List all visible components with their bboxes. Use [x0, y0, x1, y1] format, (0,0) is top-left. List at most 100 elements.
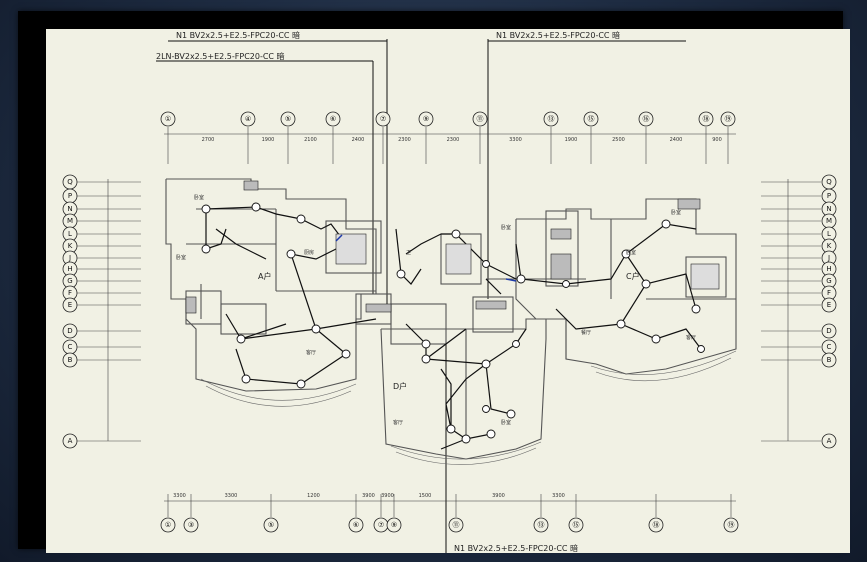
- svg-text:C: C: [827, 343, 832, 351]
- svg-text:Q: Q: [826, 178, 832, 186]
- top-axis-bubble: ⑪: [472, 111, 488, 127]
- svg-text:B: B: [68, 356, 73, 364]
- svg-text:⑥: ⑥: [353, 521, 359, 529]
- bottom-axis-bubble: ⑦: [373, 517, 389, 533]
- dimension-label: 3300: [552, 493, 565, 499]
- top-axis-bubble: ⑤: [280, 111, 296, 127]
- balconies: [200, 350, 737, 465]
- room-label: 客厅: [393, 419, 403, 426]
- left-axis-bubble: A: [62, 433, 78, 449]
- dimension-label: 3300: [509, 137, 522, 143]
- left-axis-bubble: D: [62, 323, 78, 339]
- floor-plan[interactable]: N1 BV2x2.5+E2.5-FPC20-CC 暗 2LN-BV2x2.5+E…: [46, 29, 850, 553]
- top-axis-bubble: ①: [160, 111, 176, 127]
- room-label: 卧室: [501, 419, 511, 426]
- svg-text:⑲: ⑲: [725, 115, 732, 123]
- svg-text:J: J: [68, 254, 71, 262]
- dimension-label: 1900: [565, 137, 578, 143]
- room-label: 客厅: [306, 349, 316, 356]
- svg-text:⑪: ⑪: [477, 115, 484, 123]
- dimension-label: 2400: [670, 137, 683, 143]
- right-axis-bubble: C: [821, 339, 837, 355]
- bottom-axis-bubble: ⑱: [648, 517, 664, 533]
- svg-text:D: D: [67, 327, 72, 335]
- dimension-label: 900: [712, 137, 722, 143]
- dimension-label: 1500: [419, 493, 432, 499]
- drawing-frame: N1 BV2x2.5+E2.5-FPC20-CC 暗 2LN-BV2x2.5+E…: [18, 11, 850, 553]
- svg-text:⑬: ⑬: [548, 115, 555, 123]
- svg-text:①: ①: [165, 521, 171, 529]
- svg-text:Q: Q: [67, 178, 73, 186]
- left-axis-bubble: P: [62, 188, 78, 204]
- right-axis-bubble: B: [821, 352, 837, 368]
- svg-text:E: E: [827, 301, 831, 309]
- svg-text:F: F: [68, 289, 72, 297]
- bottom-axis-bubble: ⑥: [348, 517, 364, 533]
- svg-text:N: N: [67, 205, 72, 213]
- dimension-label: 3900: [381, 493, 394, 499]
- top-axis-bubble: ⑦: [375, 111, 391, 127]
- svg-text:⑦: ⑦: [378, 521, 384, 529]
- equipment: [185, 180, 720, 314]
- svg-text:C: C: [68, 343, 73, 351]
- right-axis-bubble: E: [821, 297, 837, 313]
- bottom-axis-bubble: ①: [160, 517, 176, 533]
- right-axis-bubble: A: [821, 433, 837, 449]
- room-label: 厨房: [304, 249, 314, 256]
- left-axis-bubble: Q: [62, 174, 78, 190]
- room-label: 卧室: [626, 249, 636, 256]
- svg-text:B: B: [827, 356, 832, 364]
- bottom-axis-bubble: ⑨: [386, 517, 402, 533]
- svg-text:⑨: ⑨: [391, 521, 397, 529]
- svg-text:⑱: ⑱: [653, 521, 660, 529]
- svg-text:⑨: ⑨: [423, 115, 429, 123]
- bottom-axis-bubble: ⑬: [533, 517, 549, 533]
- right-axis-bubble: P: [821, 188, 837, 204]
- dimension-label: 2100: [304, 137, 317, 143]
- svg-text:E: E: [68, 301, 72, 309]
- svg-text:G: G: [67, 277, 72, 285]
- dimension-label: 3900: [362, 493, 375, 499]
- svg-text:F: F: [827, 289, 831, 297]
- svg-text:⑮: ⑮: [588, 115, 595, 123]
- svg-text:D: D: [826, 327, 831, 335]
- bottom-axis-bubble: ⑪: [448, 517, 464, 533]
- svg-text:⑤: ⑤: [268, 521, 274, 529]
- dimension-label: 3300: [173, 493, 186, 499]
- top-axis-bubble: ⑥: [325, 111, 341, 127]
- left-axis-bubble: C: [62, 339, 78, 355]
- left-axis-bubble: B: [62, 352, 78, 368]
- svg-text:P: P: [827, 192, 831, 200]
- dimension-label: 2300: [447, 137, 460, 143]
- svg-text:M: M: [826, 217, 832, 225]
- room-label: 卧室: [501, 224, 511, 231]
- dimension-label: 2400: [352, 137, 365, 143]
- svg-text:K: K: [68, 242, 73, 250]
- top-axis-bubble: ⑮: [583, 111, 599, 127]
- distribution-box-marks: [335, 234, 517, 282]
- svg-text:⑲: ⑲: [728, 521, 735, 529]
- right-axis-bubble: F: [821, 285, 837, 301]
- room-label: 卧室: [176, 254, 186, 261]
- room-label: 卧室: [194, 194, 204, 201]
- dimension-label: 3300: [225, 493, 238, 499]
- caption-bottom: N1 BV2x2.5+E2.5-FPC20-CC 暗: [454, 543, 578, 553]
- left-axis-bubble: E: [62, 297, 78, 313]
- top-axis-bubble: ⑲: [720, 111, 736, 127]
- room-label: 餐厅: [581, 329, 591, 336]
- dimension-label: 3900: [492, 493, 505, 499]
- drawing-sheet[interactable]: N1 BV2x2.5+E2.5-FPC20-CC 暗 2LN-BV2x2.5+E…: [46, 29, 850, 553]
- svg-text:L: L: [827, 230, 831, 238]
- dimension-label: 2500: [612, 137, 625, 143]
- svg-text:P: P: [68, 192, 72, 200]
- caption-top-right: N1 BV2x2.5+E2.5-FPC20-CC 暗: [496, 30, 620, 40]
- feed-lines: [156, 39, 686, 553]
- svg-text:L: L: [68, 230, 72, 238]
- svg-text:K: K: [827, 242, 832, 250]
- svg-text:⑪: ⑪: [453, 521, 460, 529]
- right-axis-bubble: D: [821, 323, 837, 339]
